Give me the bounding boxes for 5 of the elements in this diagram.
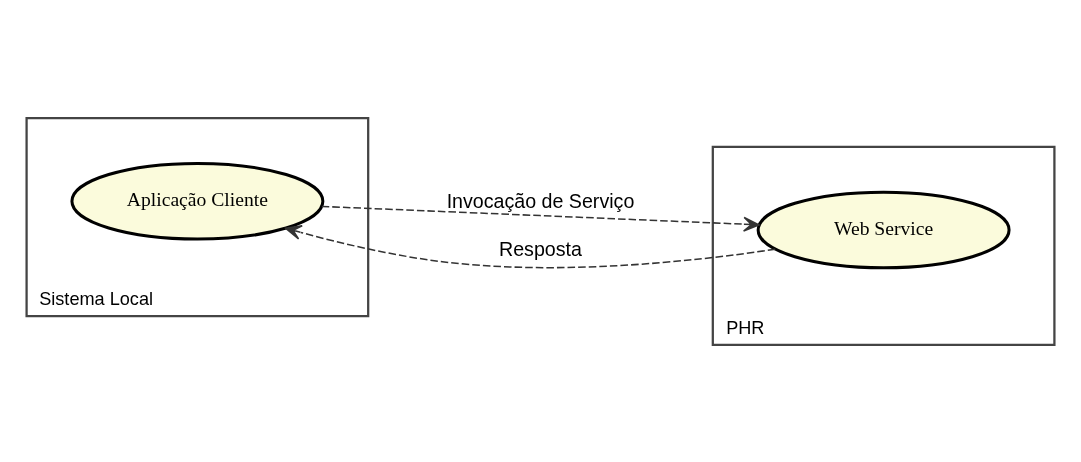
- edge-label: Invocação de Serviço: [446, 189, 635, 212]
- arrow: [321, 205, 760, 232]
- edge-label: Resposta: [499, 237, 582, 260]
- node-ellipse: Web Service: [756, 190, 1011, 269]
- arrow: [285, 224, 776, 268]
